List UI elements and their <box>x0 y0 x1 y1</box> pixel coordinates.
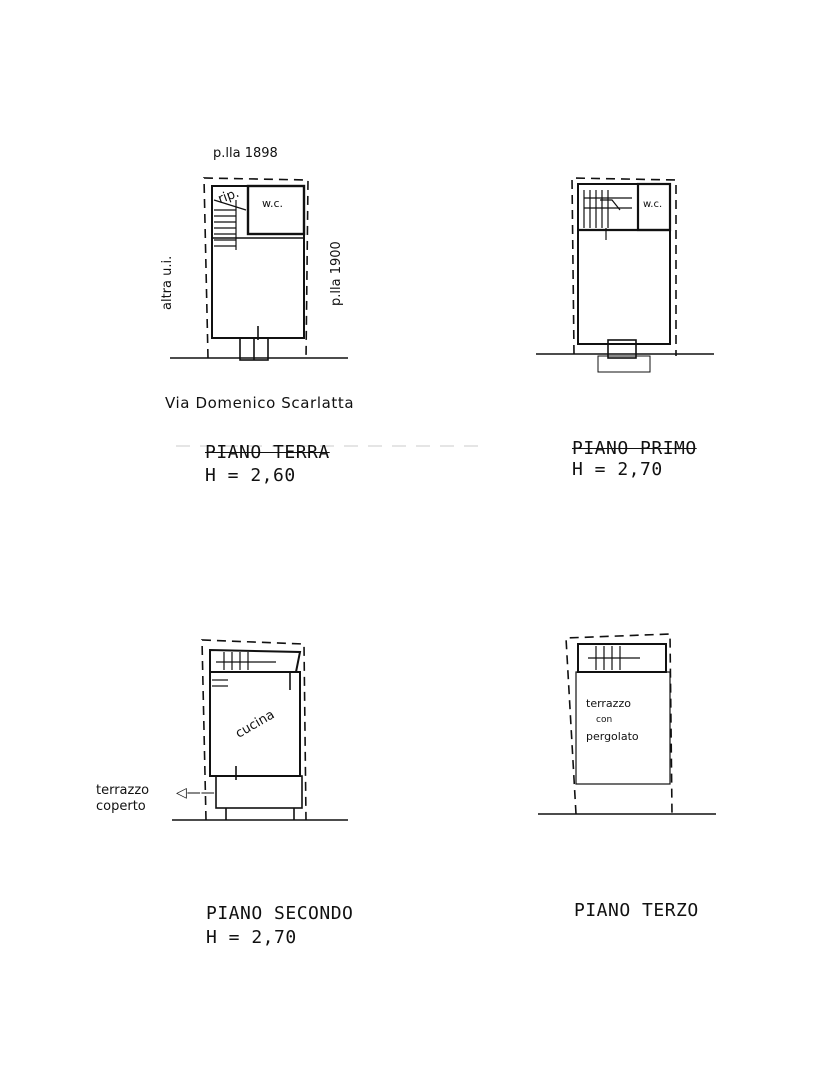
label-pfla-1898: p.lla 1898 <box>213 146 278 161</box>
arrow-icon: ◁—— <box>176 785 215 801</box>
plan-piano-terzo <box>538 633 716 815</box>
label-terrazzo-pergolato-2: con <box>596 715 613 725</box>
upper-room <box>209 648 302 673</box>
plan-piano-terra <box>170 177 348 361</box>
building-outline <box>211 185 305 339</box>
boundary-dashed <box>571 177 677 356</box>
label-altra-ui: altra u.i. <box>160 255 175 310</box>
floor-title-piano-terzo: PIANO TERZO <box>574 900 699 921</box>
stairs <box>583 190 632 240</box>
label-terrazzo-pergolato-1: terrazzo <box>586 697 631 710</box>
boundary-dashed <box>565 633 673 815</box>
floor-height-piano-secondo: H = 2,70 <box>206 927 297 948</box>
pergola-terrace <box>575 671 671 785</box>
plan-piano-primo <box>536 177 714 373</box>
stairs <box>213 199 247 250</box>
label-terrazzo-coperto-1: terrazzo <box>96 783 150 798</box>
floor-title-piano-secondo: PIANO SECONDO <box>206 903 354 924</box>
label-wc-primo: w.c. <box>643 199 663 210</box>
floor-height-piano-primo: H = 2,70 <box>572 459 663 480</box>
floor-title-piano-primo: PIANO PRIMO <box>572 438 697 459</box>
wc-room <box>246 184 306 236</box>
boundary-dashed <box>201 639 307 821</box>
label-pfla-1900: p.lla 1900 <box>329 241 344 306</box>
boundary-dashed <box>203 177 309 361</box>
plan-piano-secondo <box>172 639 348 821</box>
stairs <box>588 646 640 670</box>
floor-height-piano-terra: H = 2,60 <box>205 465 296 486</box>
building-outline <box>577 183 671 345</box>
floor-title-piano-terra: PIANO TERRA <box>205 442 330 463</box>
entrance <box>607 339 637 359</box>
label-terrazzo-coperto-2: coperto <box>96 799 146 814</box>
label-terrazzo-pergolato-3: pergolato <box>586 730 639 743</box>
stairs <box>212 652 276 687</box>
label-wc: w.c. <box>262 197 284 210</box>
covered-terrace <box>215 775 303 809</box>
street-name: Via Domenico Scarlatta <box>165 394 355 412</box>
balcony <box>597 355 651 373</box>
